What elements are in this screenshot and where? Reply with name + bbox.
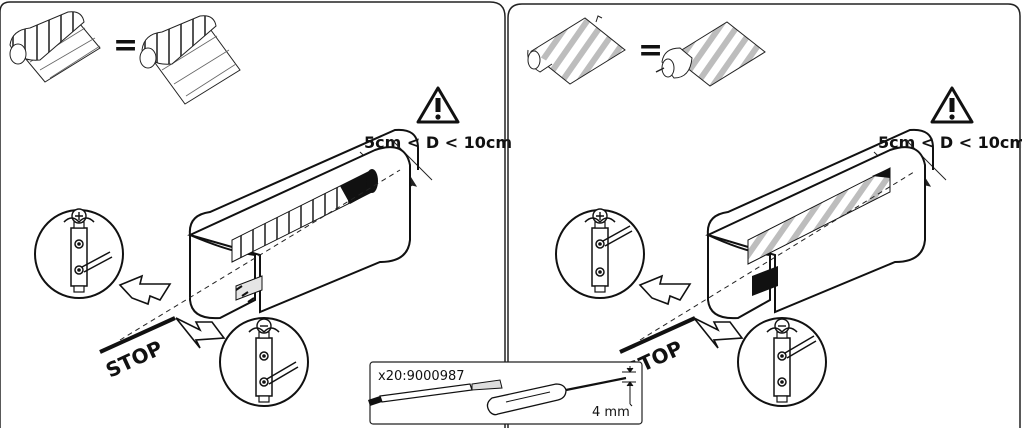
- distance-label-right: 5cm < D < 10cm: [878, 133, 1022, 152]
- blind-cassette-left: [187, 128, 419, 320]
- arrow-up-left: [118, 274, 172, 306]
- roll-icon-right-a: [527, 15, 626, 85]
- minus-detail-circle-right: [737, 317, 827, 407]
- plus-detail-circle-right: [555, 208, 645, 299]
- roll-icon-right-b: [655, 21, 766, 87]
- tool-reference: x20:9000987: [378, 369, 465, 384]
- roll-icon-left-b: [139, 15, 241, 105]
- minus-circle-icon-right: [766, 318, 798, 334]
- panel-right: = 5cm < D < 10cm: [507, 3, 1022, 428]
- warning-triangle-icon-right: [930, 86, 974, 124]
- minus-detail-circle-left: [219, 317, 309, 407]
- tip-size-marker: [622, 366, 636, 407]
- warning-triangle-icon: [416, 86, 460, 124]
- tool-size-label: 4 mm: [592, 405, 630, 420]
- plus-circle-icon-right: [584, 208, 616, 224]
- arrow-down-left: [175, 317, 226, 349]
- axis-dashed-line-left: [119, 169, 401, 341]
- stop-underline-left: [99, 316, 176, 354]
- arrow-down-right: [693, 317, 744, 349]
- distance-label-left: 5cm < D < 10cm: [364, 133, 512, 152]
- equals-sign-right: =: [638, 33, 663, 68]
- arrow-up-right: [638, 274, 692, 306]
- screwdriver-icon: [486, 376, 627, 416]
- plus-circle-icon: [63, 208, 95, 224]
- hex-key-icon: [368, 379, 503, 406]
- stop-underline-right: [619, 316, 696, 354]
- panel-left: = 5cm < D < 10cm: [0, 1, 512, 428]
- roll-icon-left-a: [9, 11, 101, 83]
- minus-circle-icon: [248, 318, 280, 334]
- plus-detail-circle-left: [34, 208, 124, 299]
- panel-left-border: [0, 1, 506, 428]
- panel-right-border: [507, 3, 1021, 428]
- equals-sign-left: =: [113, 28, 138, 63]
- blind-cassette-right: [705, 128, 934, 320]
- stop-label-left: STOP: [102, 336, 166, 383]
- tool-inset: x20:9000987 4 mm: [368, 361, 643, 425]
